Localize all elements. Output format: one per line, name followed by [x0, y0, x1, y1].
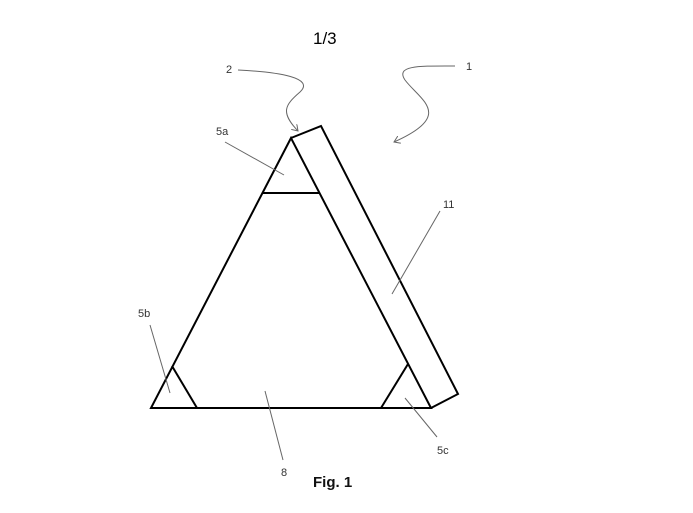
label-8: 8: [281, 467, 287, 479]
label-2: 2: [226, 64, 232, 76]
corner-piece-5c: [380, 363, 409, 409]
label-5b: 5b: [138, 308, 150, 320]
leader-2: [237, 69, 304, 131]
leader-11: [391, 210, 441, 295]
label-11: 11: [443, 199, 454, 211]
leader-5c: [404, 397, 438, 438]
page-number: 1/3: [313, 29, 337, 48]
leader-8: [264, 390, 284, 461]
leader-5b: [149, 324, 171, 394]
figure-caption: Fig. 1: [313, 474, 353, 491]
label-5c: 5c: [437, 445, 449, 457]
side-panel: [290, 124, 460, 409]
label-1: 1: [466, 61, 472, 73]
corner-piece-5b: [171, 365, 198, 409]
leader-1: [394, 65, 456, 142]
triangle-body: [149, 135, 433, 409]
leader-5a: [224, 141, 285, 176]
label-5a: 5a: [216, 126, 229, 138]
